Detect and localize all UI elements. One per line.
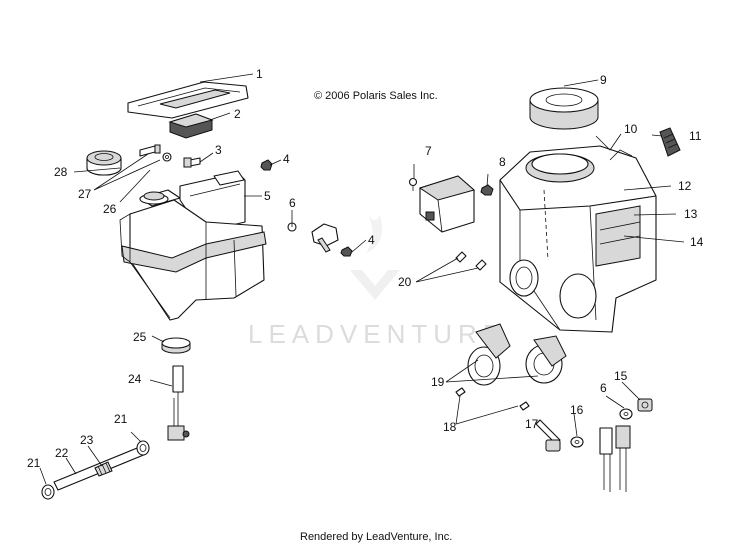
latch-part: [659, 127, 681, 157]
sensor-part: [311, 223, 339, 253]
fitting-part: [167, 365, 190, 441]
callout-7: 7: [425, 144, 432, 158]
callout-16: 16: [570, 403, 584, 417]
washer-part-16: [570, 436, 584, 448]
screw-part-7: [408, 177, 418, 191]
tank-cover-part: [127, 81, 249, 119]
bolt-part-15: [637, 398, 653, 412]
bolt-part-17: [535, 419, 561, 452]
harness-part: [599, 425, 631, 492]
callout-23: 23: [80, 433, 94, 447]
watermark-text: LEADVENTURE: [248, 319, 506, 349]
nut-part-4b: [340, 246, 353, 257]
watermark-logo: [350, 215, 400, 300]
screw-part-20b: [475, 259, 487, 271]
boot-part-a: [467, 323, 511, 386]
nut-part-8: [480, 184, 494, 196]
washer-part-26: [162, 152, 172, 162]
oil-cap-part: [86, 150, 122, 176]
callout-1: 1: [256, 67, 263, 81]
callout-24: 24: [128, 372, 142, 386]
callout-4a: 4: [283, 152, 290, 166]
leader-lines: [39, 73, 685, 485]
callout-12: 12: [678, 179, 692, 193]
footer-credit: Rendered by LeadVenture, Inc.: [300, 531, 452, 543]
callout-17: 17: [525, 417, 539, 431]
callout-4b: 4: [368, 233, 375, 247]
callout-25: 25: [133, 330, 147, 344]
callout-6a: 6: [289, 196, 296, 210]
callout-13: 13: [684, 207, 698, 221]
screw-part-20a: [455, 251, 467, 263]
callout-2: 2: [234, 107, 241, 121]
callout-11: 11: [689, 129, 702, 143]
clamp-part-21a: [41, 484, 55, 500]
screw-part-18a: [455, 387, 466, 397]
callout-18: 18: [443, 420, 457, 434]
callout-14: 14: [690, 235, 704, 249]
callout-6b: 6: [600, 381, 607, 395]
callout-10: 10: [624, 122, 638, 136]
filter-ring-part: [529, 87, 599, 130]
nut-part-4a: [260, 159, 273, 171]
callout-numbers: 1 2 3 4 5 6 4 28 27 26 25 24 21 23 22 21…: [27, 67, 704, 470]
callout-27: 27: [78, 187, 92, 201]
module-part: [418, 175, 476, 233]
bolt-part-3: [183, 157, 201, 168]
callout-28: 28: [54, 165, 68, 179]
screw-part-18b: [519, 401, 530, 411]
callout-21a: 21: [27, 456, 41, 470]
boot-part-b: [525, 335, 567, 384]
grommet-part: [161, 337, 191, 354]
clamp-part-21b: [136, 440, 150, 456]
copyright-notice: © 2006 Polaris Sales Inc.: [314, 90, 438, 102]
callout-8: 8: [499, 155, 506, 169]
pad-part: [168, 113, 214, 139]
oil-tank-part: [119, 189, 267, 321]
callout-22: 22: [55, 446, 69, 460]
callout-3: 3: [215, 143, 222, 157]
callout-26: 26: [103, 202, 117, 216]
washer-part-6b: [619, 408, 633, 420]
hose-part: [53, 445, 147, 491]
callout-9: 9: [600, 73, 607, 87]
callout-19: 19: [431, 375, 445, 389]
callout-20: 20: [398, 275, 412, 289]
callout-5: 5: [264, 189, 271, 203]
airbox-part: [499, 145, 657, 333]
callout-21b: 21: [114, 412, 128, 426]
callout-15: 15: [614, 369, 628, 383]
bolt-part-27: [139, 144, 161, 157]
